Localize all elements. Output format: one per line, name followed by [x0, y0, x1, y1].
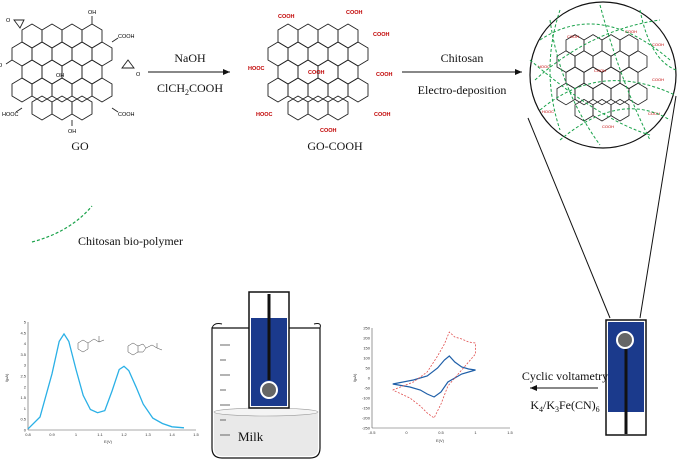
dpv-ytick-label: 1.5: [20, 395, 26, 400]
dpv-ylabel: I(µA): [4, 373, 9, 382]
go-cooh-right: COOH: [118, 34, 135, 40]
dpv-series-line: [27, 332, 185, 430]
gocooh-cooh-7: COOH: [374, 112, 391, 118]
cv-chart: -0.5 0 0.5 1 1.5 -250 -200 -150 -100 -50 0 50 100 15…: [352, 326, 514, 444]
dpv-xtick-label: 0.9: [49, 432, 55, 437]
dpv-xlabel: E(V): [104, 439, 113, 444]
cv-ytick-label: -200: [362, 416, 371, 421]
gocooh-hooc-2: HOOC: [256, 112, 273, 118]
cv-xtick-label: 1: [474, 430, 477, 435]
dpv-xtick-label: 1.4: [169, 432, 175, 437]
chitosan-legend-icon: [31, 205, 93, 243]
dpv-ytick-label: 3: [24, 363, 27, 368]
chitosan-chains: [529, 4, 677, 146]
cv-xtick-label: 1.5: [507, 430, 513, 435]
go-cooh-bottom-right: COOH: [118, 112, 135, 118]
dpv-ytick-label: 0.5: [20, 417, 26, 422]
cv-reagent: K4/K3Fe(CN)6: [530, 398, 599, 414]
go-label: GO: [71, 139, 89, 153]
mag-hooc-1: HOOC: [538, 64, 550, 69]
go-oh-center: OH: [56, 73, 64, 79]
gocooh-cooh-2: COOH: [346, 10, 363, 16]
cv-ytick-label: 50: [366, 366, 371, 371]
cv-ytick-label: 100: [363, 356, 370, 361]
zoom-line-right: [639, 95, 677, 319]
dpv-ytick-label: 1: [24, 406, 27, 411]
go-cooh-label: GO-COOH: [307, 139, 363, 153]
cv-xtick-label: 0: [405, 430, 408, 435]
electrode-right: [605, 319, 647, 436]
mag-cooh-7: COOH: [648, 111, 660, 116]
go-hooc-left: HOOC: [2, 112, 19, 118]
dpv-xtick-label: 0.8: [25, 432, 31, 437]
gocooh-cooh-1: COOH: [278, 14, 295, 20]
cv-xtick-label: 0.5: [438, 430, 444, 435]
dpv-ytick-label: 0: [24, 428, 27, 433]
dpv-ytick-label: 2.5: [20, 374, 26, 379]
cv-ytick-label: -150: [362, 406, 371, 411]
cv-ytick-label: 150: [363, 346, 370, 351]
gocooh-cooh-3: COOH: [373, 32, 390, 38]
go-cooh-structure: COOH COOH COOH HOOC COOH COOH HOOC COOH …: [248, 10, 393, 134]
tryptophan-molecule: [127, 342, 163, 356]
dpv-xtick-label: 1.3: [145, 432, 151, 437]
dpv-xtick-label: 1: [75, 432, 78, 437]
dpv-xtick-label: 1.1: [97, 432, 103, 437]
mag-hooc-2: HOOC: [542, 109, 554, 114]
step2-reagent-chitosan: Chitosan: [441, 51, 484, 65]
gocooh-hooc-1: HOOC: [248, 66, 265, 72]
dpv-xtick-label: 1.2: [121, 432, 127, 437]
gocooh-cooh-5: COOH: [376, 72, 393, 78]
go-epoxide-o-right: O: [136, 72, 141, 78]
go-oh-bottom: OH: [68, 129, 76, 135]
magnified-electrode-surface: COOH COOH COOH HOOC COOH COOH HOOC COOH …: [529, 1, 677, 149]
electrode-in-beaker: [248, 291, 290, 409]
dpv-ytick-label: 3.5: [20, 352, 26, 357]
cv-ytick-label: -100: [362, 396, 371, 401]
go-ho-left: HO: [0, 63, 3, 69]
mag-cooh-3: COOH: [652, 42, 664, 47]
gocooh-cooh-6: COOH: [320, 128, 337, 134]
mag-cooh-2: COOH: [625, 29, 637, 34]
dpv-ytick-label: 4.5: [20, 330, 26, 335]
mag-cooh-1: COOH: [567, 34, 579, 39]
dpv-xtick-label: 1.5: [193, 432, 199, 437]
dpv-ytick-label: 2: [24, 384, 27, 389]
cv-xlabel: E(V): [436, 438, 445, 443]
cv-ytick-label: 250: [363, 326, 370, 331]
cv-series-reference: [392, 331, 476, 419]
zoom-line-left: [527, 117, 611, 319]
go-oh-top: OH: [88, 10, 96, 16]
cv-ytick-label: -250: [362, 426, 371, 431]
dpv-ytick-label: 5: [24, 320, 27, 325]
cv-xtick-label: -0.5: [369, 430, 377, 435]
mag-cooh-5: COOH: [652, 77, 664, 82]
cv-ytick-label: -50: [364, 386, 371, 391]
go-epoxide-o: O: [6, 18, 11, 24]
gocooh-cooh-4: COOH: [308, 70, 325, 76]
milk-label: Milk: [238, 429, 264, 444]
cv-ytick-label: 0: [368, 376, 371, 381]
cv-ylabel: I(µA): [352, 373, 357, 382]
mag-cooh-4: COOH: [594, 68, 606, 73]
cv-series-modified: [392, 355, 476, 398]
step2-reagent-electrodeposition: Electro-deposition: [418, 83, 507, 97]
step1-reagent-clch2cooh: ClCH2COOH: [157, 81, 223, 97]
cv-ytick-label: 200: [363, 336, 370, 341]
step1-reagent-naoh: NaOH: [174, 51, 206, 65]
chitosan-legend-label: Chitosan bio-polymer: [78, 234, 183, 248]
dpv-chart: 0.8 0.9 1 1.1 1.2 1.3 1.4 1.5 0 0.5 1 1.5 2 2.5 3 3.5 4…: [4, 320, 200, 445]
go-structure: O OH COOH HO OH O HOOC OH COOH: [0, 10, 141, 135]
tyrosine-molecule: [77, 336, 105, 353]
cv-label: Cyclic voltametry: [522, 369, 608, 383]
mag-cooh-6: COOH: [602, 124, 614, 129]
dpv-ytick-label: 4: [24, 341, 27, 346]
